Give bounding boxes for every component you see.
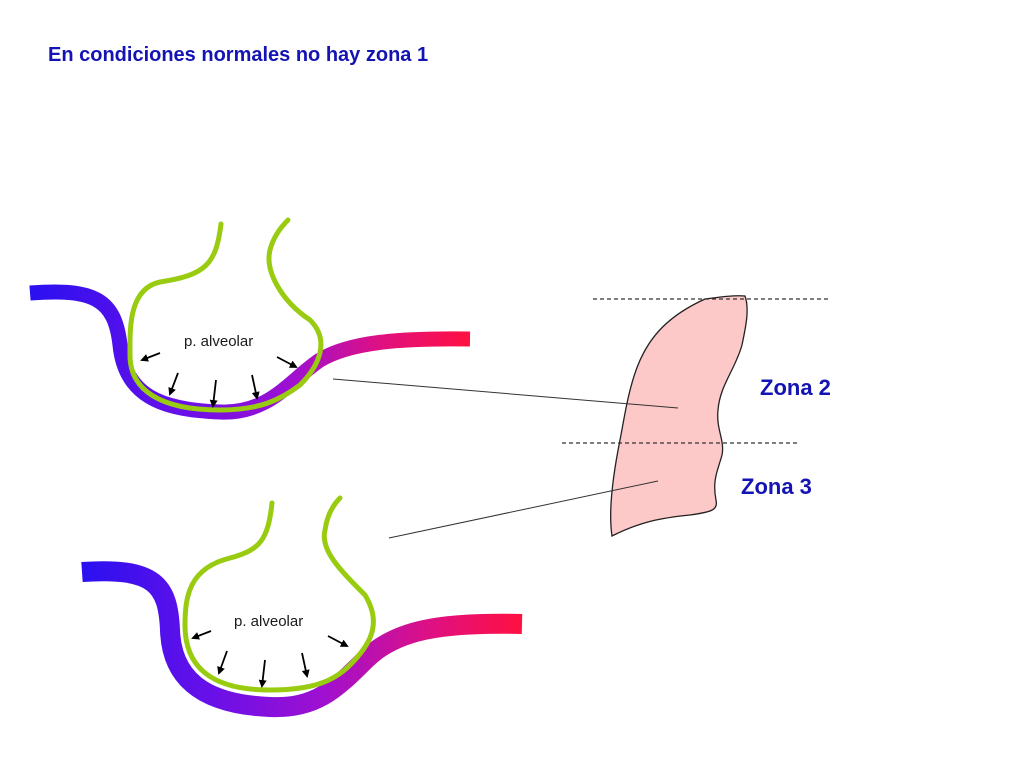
upper-alveolus-wall <box>127 217 324 413</box>
lower-arrow-1 <box>191 630 212 640</box>
lower-alveolus-wall <box>182 495 376 693</box>
lung-group: Zona 2 Zona 3 <box>332 295 831 539</box>
upper-alveolus-group: p. alveolar <box>29 217 471 420</box>
zone-2-label: Zona 2 <box>760 375 831 400</box>
lower-alveolus-group: p. alveolar <box>81 495 523 718</box>
upper-connector-line <box>332 378 679 409</box>
lower-connector-line <box>388 480 659 539</box>
upper-capillary-vessel <box>29 284 471 420</box>
lower-arrow-2 <box>217 650 228 675</box>
slide-title: En condiciones normales no hay zona 1 <box>48 44 429 66</box>
lung-outline <box>610 295 748 537</box>
upper-arrow-5 <box>276 356 298 368</box>
upper-arrow-1 <box>140 352 161 362</box>
upper-arrow-2 <box>168 372 179 396</box>
lower-pressure-arrows <box>191 630 349 688</box>
lower-arrow-4 <box>301 652 310 678</box>
upper-arrow-3 <box>209 379 218 408</box>
lower-arrow-5 <box>327 635 349 647</box>
upper-pressure-arrows <box>140 352 298 408</box>
upper-alveolar-pressure-label: p. alveolar <box>184 333 253 350</box>
upper-arrow-4 <box>251 374 260 400</box>
lower-arrow-3 <box>258 659 267 688</box>
lower-capillary-vessel <box>81 561 523 718</box>
lower-alveolar-pressure-label: p. alveolar <box>234 613 303 630</box>
zone-3-label: Zona 3 <box>741 474 812 499</box>
